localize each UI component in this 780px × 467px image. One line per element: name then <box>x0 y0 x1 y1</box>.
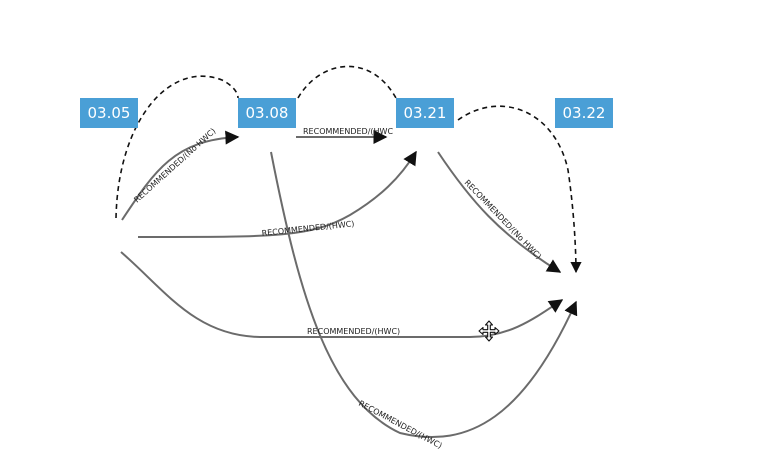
edge-0305-0322[interactable] <box>120 251 564 338</box>
node-03-21[interactable]: 03.21 <box>396 98 454 128</box>
edge-0308-0322[interactable] <box>270 151 578 438</box>
dashed-edge-0308-0321[interactable] <box>297 65 397 99</box>
edge-label-0305-0321: RECOMMENDED/(HWC) <box>261 219 355 238</box>
node-03-05[interactable]: 03.05 <box>80 98 138 128</box>
edge-label-0308-0321: RECOMMENDED/(HWC <box>303 127 393 136</box>
dashed-edge-0321-0322[interactable] <box>457 105 582 274</box>
move-cursor-icon <box>478 320 500 342</box>
edge-0305-0321[interactable] <box>137 150 417 239</box>
edge-label-0305-0322: RECOMMENDED/(HWC) <box>307 327 400 336</box>
node-03-08[interactable]: 03.08 <box>238 98 296 128</box>
edge-label-0321-0322: RECOMMENDED/(No HWC) <box>463 178 544 261</box>
dashed-edge-0305-0308[interactable] <box>115 75 239 219</box>
edge-0321-0322[interactable] <box>437 151 562 273</box>
edge-0305-0308[interactable] <box>121 130 240 221</box>
edge-label-0305-0308: RECOMMENDED/(No HWC) <box>132 126 217 204</box>
edge-label-0308-0322: RECOMMENDED/(HWC) <box>357 399 443 451</box>
node-03-22[interactable]: 03.22 <box>555 98 613 128</box>
